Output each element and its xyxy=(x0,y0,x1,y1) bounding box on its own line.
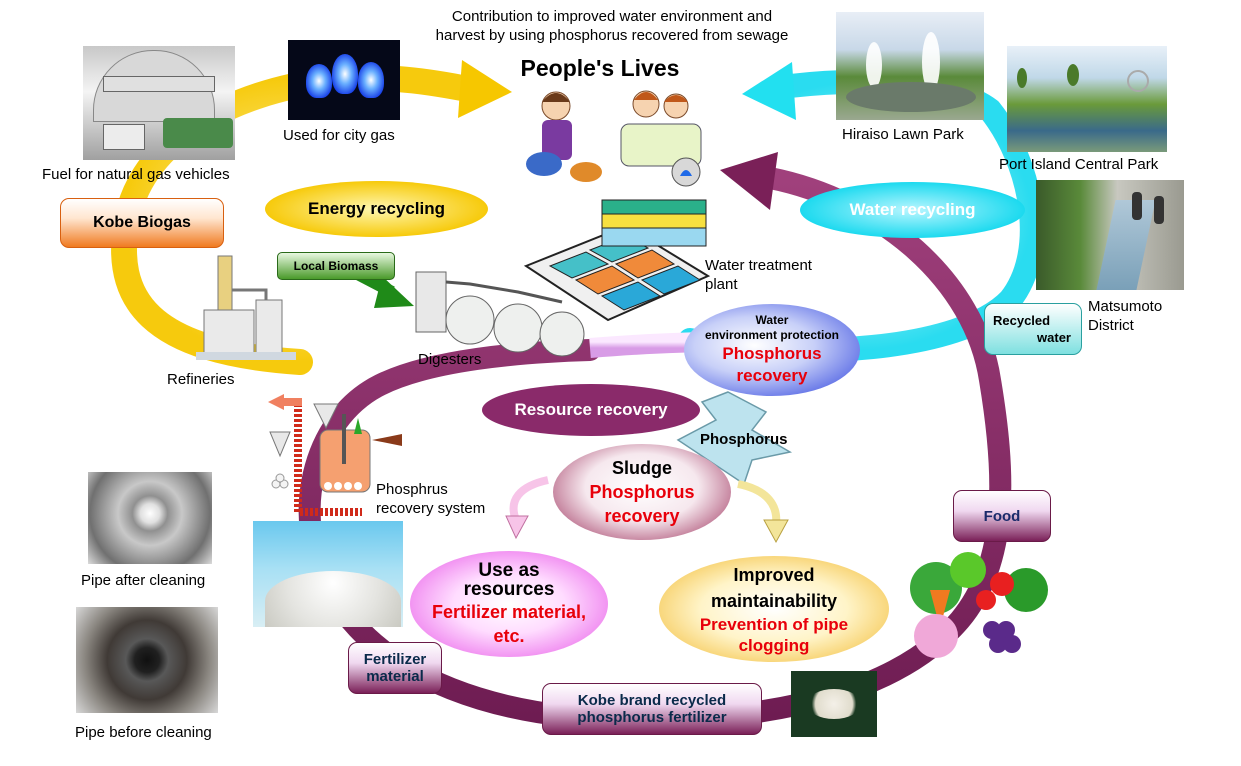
gas-station-photo xyxy=(83,46,235,160)
phosphorus-label: Phosphorus xyxy=(700,431,788,448)
fertilizer-material-line1: Fertilizer xyxy=(363,651,427,668)
recycled-water-line1: Recycled xyxy=(993,313,1051,328)
use-resources-red2: etc. xyxy=(493,626,525,646)
kobe-biogas-label: Kobe Biogas xyxy=(60,198,224,248)
maintain-red2: clogging xyxy=(738,636,810,655)
pipe-before-caption: Pipe before cleaning xyxy=(75,724,212,741)
phosphorus-powder-photo xyxy=(253,521,403,627)
page-title: People's Lives xyxy=(520,55,680,81)
resource-recovery-label: Resource recovery xyxy=(482,384,700,436)
refinery-illustration xyxy=(196,255,296,360)
gas-flame-photo xyxy=(288,40,400,120)
energy-arrowhead xyxy=(458,60,512,118)
sludge-red1: Phosphorus xyxy=(589,482,695,502)
phosphrus-system-line1: Phosphrus xyxy=(376,481,448,498)
energy-recycling-label: Energy recycling xyxy=(265,181,488,237)
maintain-line1: Improved xyxy=(733,565,815,585)
food-illustration xyxy=(910,552,1048,658)
kobe-brand-fertilizer-label: Kobe brand recycled phosphorus fertilize… xyxy=(542,683,762,735)
local-biomass-label: Local Biomass xyxy=(277,252,395,280)
city-gas-caption: Used for city gas xyxy=(283,127,395,144)
resource-recovery-text: Resource recovery xyxy=(514,400,668,419)
food-label: Food xyxy=(953,490,1051,542)
water-arrowhead xyxy=(742,62,796,120)
water-treatment-line1: Water treatment xyxy=(705,257,812,274)
resource-arrowhead xyxy=(720,152,778,210)
matsumoto-caption-line1: Matsumoto xyxy=(1088,298,1163,315)
sludge-title: Sludge xyxy=(611,458,672,478)
water-env-red1: Phosphorus xyxy=(722,344,822,363)
sludge-phosphorus-ellipse: Sludge Phosphorus recovery xyxy=(553,444,731,540)
phosphorus-flow-arrow xyxy=(676,391,793,486)
pipe-after-caption: Pipe after cleaning xyxy=(81,572,206,589)
maintain-line2: maintainability xyxy=(710,591,838,611)
water-env-red2: recovery xyxy=(736,366,808,385)
port-island-caption: Port Island Central Park xyxy=(999,156,1159,173)
gas-vehicles-caption: Fuel for natural gas vehicles xyxy=(42,166,230,183)
people-cooking-illustration xyxy=(526,90,702,187)
phosphrus-system-line2: recovery system xyxy=(376,500,486,517)
use-resources-line1: Use as xyxy=(478,560,540,581)
kobe-brand-line2: phosphorus fertilizer xyxy=(577,709,727,726)
hiraiso-caption: Hiraiso Lawn Park xyxy=(842,126,964,143)
digesters-illustration xyxy=(415,271,585,357)
energy-recycling-text: Energy recycling xyxy=(307,199,445,218)
improved-maintainability-ellipse: Improved maintainability Prevention of p… xyxy=(659,556,889,662)
hiraiso-park-photo xyxy=(836,12,984,120)
water-env-line2: environment protection xyxy=(704,328,839,342)
water-env-line1: Water xyxy=(755,313,789,327)
water-recycling-text: Water recycling xyxy=(849,200,976,219)
header-line-1: Contribution to improved water environme… xyxy=(451,8,773,25)
header-line-2: harvest by using phosphorus recovered fr… xyxy=(435,27,789,44)
sludge-red2: recovery xyxy=(604,506,680,526)
use-resources-red1: Fertilizer material, xyxy=(431,602,587,622)
matsumoto-district-photo xyxy=(1036,180,1184,290)
use-resources-line2: resources xyxy=(463,579,555,600)
water-environment-protection-ellipse: Water environment protection Phosphorus … xyxy=(684,304,860,396)
maintain-red1: Prevention of pipe xyxy=(699,615,849,634)
water-recycling-label: Water recycling xyxy=(800,182,1025,238)
pipe-before-photo xyxy=(76,607,218,713)
water-treatment-line2: plant xyxy=(705,276,738,293)
fertilizer-material-label: Fertilizer material xyxy=(348,642,442,694)
matsumoto-caption-line2: District xyxy=(1088,317,1134,334)
recycled-water-line2: water xyxy=(1037,330,1071,345)
phosphorus-fertilizer-photo xyxy=(791,671,877,737)
digesters-label: Digesters xyxy=(418,351,482,368)
water-treatment-plant-illustration xyxy=(523,199,711,322)
kobe-brand-line1: Kobe brand recycled xyxy=(577,692,727,709)
recycled-water-label: Recycled water xyxy=(984,303,1082,355)
fertilizer-material-line2: material xyxy=(366,668,424,685)
port-island-park-photo xyxy=(1007,46,1167,152)
use-as-resources-ellipse: Use as resources Fertilizer material, et… xyxy=(410,551,608,657)
phosphorus-recovery-system-illustration xyxy=(268,394,402,516)
pipe-after-photo xyxy=(88,472,212,564)
refineries-label: Refineries xyxy=(167,371,235,388)
